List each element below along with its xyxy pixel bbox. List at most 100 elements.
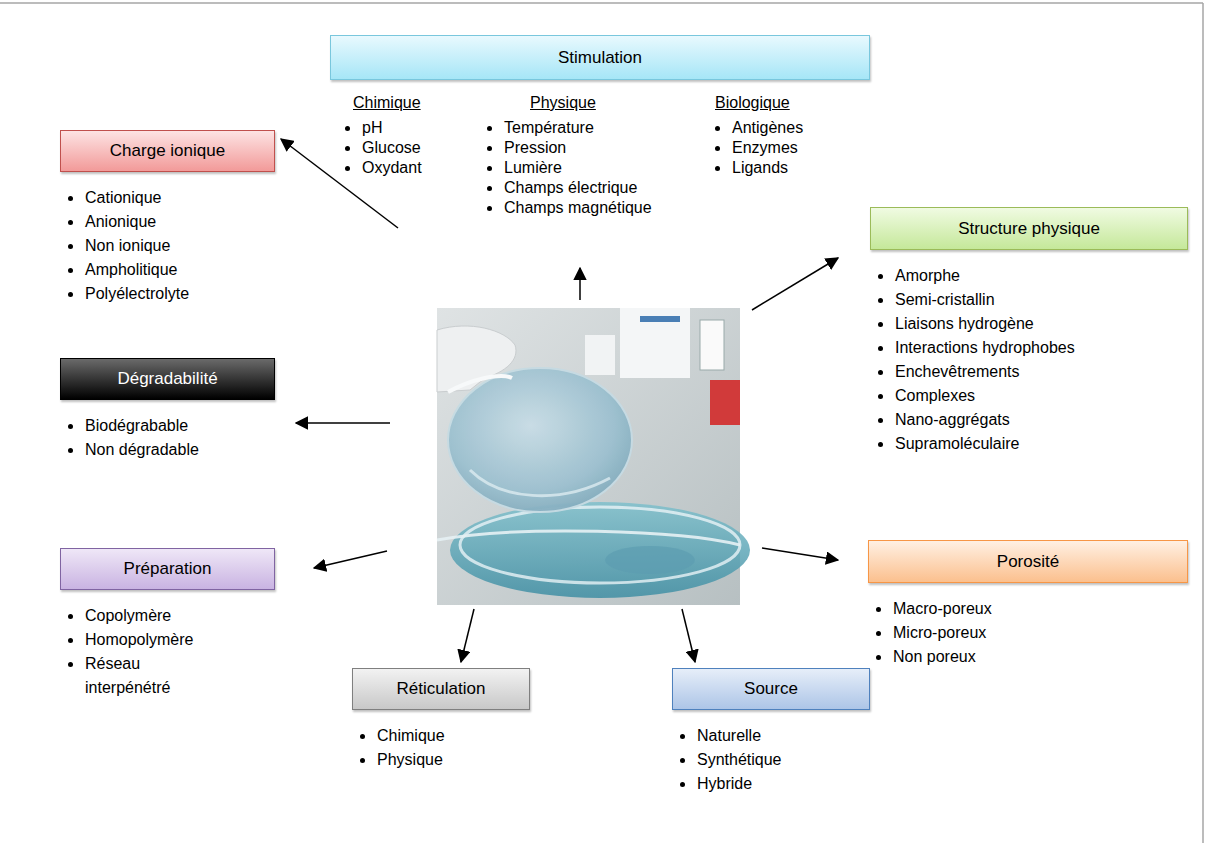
category-header: Stimulation	[330, 35, 870, 80]
item-text: Nano-aggrégats	[895, 408, 1010, 432]
item-text: Macro-poreux	[893, 597, 992, 621]
category-box: StimulationChimiquepHGlucoseOxydantPhysi…	[330, 35, 870, 80]
category-header: Structure physique	[870, 207, 1188, 250]
item-text: Amorphe	[895, 264, 960, 288]
category-box: PréparationCopolymèreHomopolymèreRéseau …	[60, 548, 275, 700]
category-header: Porosité	[868, 540, 1188, 583]
item-text: Interactions hydrophobes	[895, 336, 1075, 360]
column-heading: Chimique	[353, 91, 422, 115]
list-item: Physique	[360, 748, 530, 772]
bullet	[878, 442, 883, 447]
bullet	[345, 166, 350, 171]
item-text: Enzymes	[732, 138, 798, 158]
category-title: Préparation	[116, 559, 220, 579]
stimulus-column: PhysiqueTempératurePressionLumièreChamps…	[487, 91, 652, 218]
bullet	[878, 370, 883, 375]
list-item: Liaisons hydrogène	[878, 312, 1188, 336]
leader-arrow	[579, 268, 581, 300]
bullet	[68, 244, 73, 249]
category-title: Dégradabilité	[109, 369, 225, 389]
list-item: Champs magnétique	[487, 198, 652, 218]
category-header: Charge ionique	[60, 130, 275, 172]
item-text: Anionique	[85, 210, 156, 234]
list-item: Non ionique	[68, 234, 275, 258]
item-text: Champs magnétique	[504, 198, 652, 218]
bullet	[680, 734, 685, 739]
bullet	[680, 758, 685, 763]
bullet	[876, 655, 881, 660]
item-text: Non poreux	[893, 645, 976, 669]
list-item: Semi-cristallin	[878, 288, 1188, 312]
item-list: CopolymèreHomopolymèreRéseau interpénétr…	[60, 604, 275, 700]
item-text: pH	[362, 118, 382, 138]
category-header: Réticulation	[352, 668, 530, 710]
item-text: Glucose	[362, 138, 421, 158]
leader-arrow	[762, 548, 838, 560]
leader-arrow	[296, 422, 390, 424]
stimulus-column: Chimique pHGlucoseOxydant	[345, 91, 422, 178]
item-text: Lumière	[504, 158, 562, 178]
item-text: Non ionique	[85, 234, 170, 258]
item-text: Synthétique	[697, 748, 782, 772]
list-item: Oxydant	[345, 158, 422, 178]
list-item: Hybride	[680, 772, 870, 796]
list-item: Macro-poreux	[876, 597, 1188, 621]
item-text: Ligands	[732, 158, 788, 178]
bullet	[68, 614, 73, 619]
bullet	[487, 166, 492, 171]
bullet	[487, 186, 492, 191]
category-title: Stimulation	[550, 48, 650, 68]
item-text: Oxydant	[362, 158, 422, 178]
list-item: Cationique	[68, 186, 275, 210]
list-item: Copolymère	[68, 604, 275, 628]
leader-arrow	[682, 609, 695, 662]
bullet	[68, 220, 73, 225]
bullet	[345, 146, 350, 151]
bullet	[680, 782, 685, 787]
bullet	[68, 268, 73, 273]
frame-line	[0, 2, 1203, 4]
leader-arrow	[461, 609, 474, 662]
bullet	[878, 346, 883, 351]
bullet	[345, 126, 350, 131]
item-text: Ampholitique	[85, 258, 178, 282]
category-header: Source	[672, 668, 870, 710]
column-heading: Physique	[530, 91, 652, 115]
bullet	[878, 298, 883, 303]
item-text: Polyélectrolyte	[85, 282, 189, 306]
bullet	[360, 734, 365, 739]
list-item: Micro-poreux	[876, 621, 1188, 645]
list-item: Enzymes	[715, 138, 803, 158]
category-box: RéticulationChimiquePhysique	[352, 668, 530, 772]
item-text: Pression	[504, 138, 566, 158]
item-text: Cationique	[85, 186, 162, 210]
item-list: CationiqueAnioniqueNon ioniqueAmpholitiq…	[60, 186, 275, 306]
item-text: Copolymère	[85, 604, 171, 628]
category-box: PorositéMacro-poreuxMicro-poreuxNon pore…	[868, 540, 1188, 669]
item-text: Chimique	[377, 724, 445, 748]
list-item: Synthétique	[680, 748, 870, 772]
item-text: Antigènes	[732, 118, 803, 138]
list-item: Ampholitique	[68, 258, 275, 282]
category-title: Structure physique	[950, 219, 1108, 239]
bullet	[487, 206, 492, 211]
bullet	[715, 166, 720, 171]
item-text: Micro-poreux	[893, 621, 986, 645]
item-text: Enchevêtrements	[895, 360, 1020, 384]
bullet	[68, 638, 73, 643]
item-list: AmorpheSemi-cristallinLiaisons hydrogène…	[870, 264, 1188, 456]
category-header: Préparation	[60, 548, 275, 590]
list-item: Nano-aggrégats	[878, 408, 1188, 432]
bullet	[68, 662, 73, 667]
category-box: DégradabilitéBiodégrabableNon dégradable	[60, 358, 275, 462]
item-text: Naturelle	[697, 724, 761, 748]
hydrogel-photo	[437, 308, 750, 605]
list-item: Complexes	[878, 384, 1188, 408]
bullet	[878, 322, 883, 327]
bullet	[876, 631, 881, 636]
item-list: Macro-poreuxMicro-poreuxNon poreux	[868, 597, 1188, 669]
list-item: Ligands	[715, 158, 803, 178]
list-item: Réseau interpénétré	[68, 652, 275, 700]
item-text: Complexes	[895, 384, 975, 408]
list-item: Antigènes	[715, 118, 803, 138]
